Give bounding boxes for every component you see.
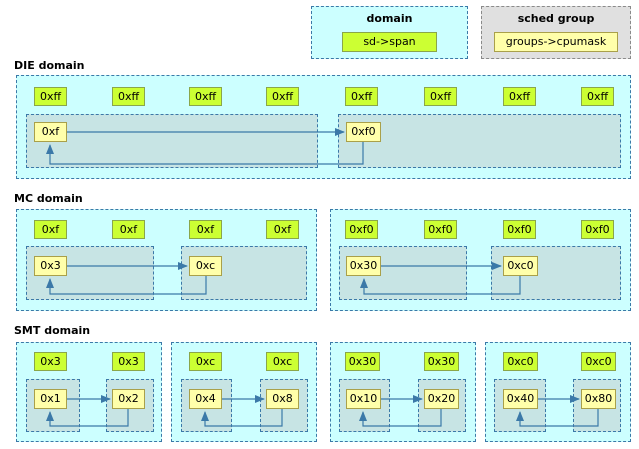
mc-span-0-1: 0xf [112, 220, 145, 239]
smt2-wrap-arrow [359, 409, 442, 427]
smt-group-mask-2-0: 0x10 [346, 389, 381, 409]
mc-span-1-2: 0xf0 [503, 220, 536, 239]
mc-span-0-2: 0xf [189, 220, 222, 239]
legend-domain-title: domain [366, 12, 413, 25]
die-wrap-arrow [46, 142, 364, 165]
legend-domain: domain sd->span [311, 6, 468, 59]
mc-group-mask-1-1: 0xc0 [503, 256, 538, 276]
smt-group-mask-1-1: 0x8 [266, 389, 299, 409]
mc-group-mask-0-1: 0xc [189, 256, 222, 276]
smt-span-0-1: 0x3 [112, 352, 145, 371]
smt-group-mask-0-1: 0x2 [112, 389, 145, 409]
die-span-7: 0xff [581, 87, 614, 106]
smt3-wrap-arrow [516, 409, 599, 427]
die-domain-label: DIE domain [14, 59, 85, 72]
smt-domain-label: SMT domain [14, 324, 91, 337]
mc-span-1-0: 0xf0 [345, 220, 378, 239]
smt-span-1-1: 0xc [266, 352, 299, 371]
mc-span-1-3: 0xf0 [581, 220, 614, 239]
die-span-1: 0xff [112, 87, 145, 106]
smt-group-mask-3-0: 0x40 [503, 389, 538, 409]
smt-span-0-0: 0x3 [34, 352, 67, 371]
smt1-wrap-arrow [201, 409, 283, 427]
mc-group-mask-1-0: 0x30 [346, 256, 381, 276]
mc0-wrap-arrow [46, 276, 207, 295]
die-group-mask-0: 0xf [34, 122, 67, 142]
legend-cpumask-swatch: groups->cpumask [494, 32, 618, 52]
die-span-3: 0xff [266, 87, 299, 106]
legend-sched-group-title: sched group [517, 12, 595, 25]
mc-group-mask-0-0: 0x3 [34, 256, 67, 276]
smt0-wrap-arrow [46, 409, 129, 427]
die-span-5: 0xff [424, 87, 457, 106]
mc-span-0-3: 0xf [266, 220, 299, 239]
die-group-0 [26, 114, 318, 168]
die-group-mask-1: 0xf0 [346, 122, 381, 142]
die-span-0: 0xff [34, 87, 67, 106]
smt-group-mask-3-1: 0x80 [581, 389, 616, 409]
smt-group-mask-2-1: 0x20 [424, 389, 459, 409]
die-span-4: 0xff [345, 87, 378, 106]
legend-sched-group: sched group groups->cpumask [481, 6, 631, 59]
mc-domain-label: MC domain [14, 192, 83, 205]
mc-span-0-0: 0xf [34, 220, 67, 239]
smt-span-1-0: 0xc [189, 352, 222, 371]
smt-span-3-0: 0xc0 [503, 352, 538, 371]
die-span-6: 0xff [503, 87, 536, 106]
die-group-1 [338, 114, 621, 168]
smt-span-3-1: 0xc0 [581, 352, 616, 371]
smt-group-mask-1-0: 0x4 [189, 389, 222, 409]
smt-span-2-0: 0x30 [345, 352, 380, 371]
die-span-2: 0xff [189, 87, 222, 106]
mc1-wrap-arrow [360, 276, 521, 295]
smt-group-mask-0-0: 0x1 [34, 389, 67, 409]
mc-span-1-1: 0xf0 [424, 220, 457, 239]
smt-span-2-1: 0x30 [424, 352, 459, 371]
legend-span-swatch: sd->span [342, 32, 437, 52]
